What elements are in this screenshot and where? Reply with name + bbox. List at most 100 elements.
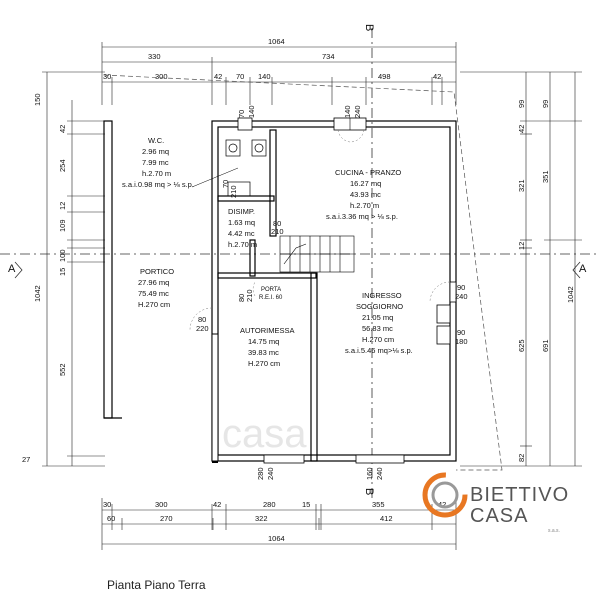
dim-kitchen-win-w: 140 <box>343 105 352 118</box>
dim-left-d2: 42 <box>58 125 67 133</box>
dim-wc-window-w: 70 <box>237 110 246 118</box>
dim-left-d3: 254 <box>58 159 67 172</box>
autorimessa-height: H.270 cm <box>248 359 280 368</box>
room-wc: W.C. 2.96 mq 7.99 mc h.2.70 m s.a.i.0.98… <box>122 136 194 189</box>
living-door-w: 160 <box>365 467 374 480</box>
dim-bottom-r2-2: 322 <box>255 514 268 523</box>
dim-bottom-r1-3: 280 <box>263 500 276 509</box>
dim-top-b: 734 <box>322 52 335 61</box>
room-disimp: DISIMP. 1.63 mq 4.42 mc h.2.70 m <box>228 207 257 249</box>
logo-ring <box>422 472 468 518</box>
dim-bottom-r1-5: 355 <box>372 500 385 509</box>
room-porta: PORTA R.E.I. 60 <box>259 287 283 301</box>
living-door-bottom <box>355 454 405 464</box>
cucina-area: 16.27 mq <box>350 179 381 188</box>
dim-left-d7: 15 <box>58 268 67 276</box>
dim-top-c1: 30 <box>103 72 111 81</box>
dim-top-c6: 498 <box>378 72 391 81</box>
living-window-right <box>436 304 451 324</box>
cucina-height: h.2.70 m <box>350 201 379 210</box>
wc-name: W.C. <box>148 136 164 145</box>
dim-top-c2: 300 <box>155 72 168 81</box>
logo-inner <box>431 481 459 509</box>
ingresso-height: H.270 cm <box>362 335 394 344</box>
garage-door <box>263 454 305 464</box>
portico-left-wall <box>103 120 113 419</box>
dim-left-d9: 552 <box>58 363 67 376</box>
dim-right-a5: 625 <box>517 339 526 352</box>
dim-right-a6: 82 <box>517 454 526 462</box>
logo-small: s.a.s. <box>548 528 560 534</box>
wc-door-w: 70 <box>221 180 230 188</box>
cucina-volume: 43.93 mc <box>350 190 381 199</box>
dim-left-d8: 100 <box>58 249 67 262</box>
wc-area: 2.96 mq <box>142 147 169 156</box>
bottom-dimensions <box>101 498 457 550</box>
top-dimensions <box>101 42 457 105</box>
ingresso-name1: INGRESSO <box>362 291 402 300</box>
ingresso-volume: 56.83 mc <box>362 324 393 333</box>
ingresso-name2: SOGGIORNO <box>356 302 403 311</box>
dim-right-a3: 321 <box>517 179 526 192</box>
watermark: casa <box>222 412 307 456</box>
dim-bottom-r1-4: 15 <box>302 500 310 509</box>
disimp-area: 1.63 mq <box>228 218 255 227</box>
disimp-door-w: 80 <box>273 219 281 228</box>
entry-door <box>449 281 457 303</box>
dim-wc-window-h: 140 <box>247 105 256 118</box>
entry-w: 90 <box>457 283 465 292</box>
room-autorimessa: AUTORIMESSA 14.75 mq 39.83 mc H.270 cm <box>240 326 294 368</box>
room-ingresso: INGRESSO SOGGIORNO 21.05 mq 56.83 mc H.2… <box>345 291 413 355</box>
dim-left-d1: 150 <box>33 93 42 106</box>
dim-right-a4: 12 <box>517 242 526 250</box>
logo-line2: CASA <box>470 505 529 527</box>
dim-bottom-total: 1064 <box>268 534 285 543</box>
left-dimensions <box>42 71 105 467</box>
win2-w: 90 <box>457 328 465 337</box>
dim-top-c9: 42 <box>433 72 441 81</box>
dim-kitchen-win-h: 240 <box>353 105 362 118</box>
autorimessa-name: AUTORIMESSA <box>240 326 294 335</box>
disimp-door-h: 210 <box>271 227 284 236</box>
section-marker-right: A <box>579 263 587 275</box>
dim-top-total: 1064 <box>268 37 285 46</box>
room-cucina: CUCINA - PRANZO 16.27 mq 43.93 mc h.2.70… <box>326 168 401 221</box>
disimp-name: DISIMP. <box>228 207 255 216</box>
porta-rating: R.E.I. 60 <box>259 295 283 301</box>
section-marker-bottom: B <box>363 488 375 495</box>
dim-top-c4: 70 <box>236 72 244 81</box>
dim-bottom-r1-1: 300 <box>155 500 168 509</box>
dim-bottom-r2-3: 412 <box>380 514 393 523</box>
autorimessa-area: 14.75 mq <box>248 337 279 346</box>
dim-top-c3: 42 <box>214 72 222 81</box>
porta-h: 210 <box>245 289 254 302</box>
disimp-volume: 4.42 mc <box>228 229 255 238</box>
win2-h: 180 <box>455 337 468 346</box>
dim-bottom-r1-6: 42 <box>438 500 446 509</box>
living-door-h: 240 <box>375 467 384 480</box>
portico-area: 27.96 mq <box>138 278 169 287</box>
section-arrow-right <box>572 261 581 279</box>
wc-door-h: 210 <box>229 185 238 198</box>
dim-top-c5: 140 <box>258 72 271 81</box>
dim-bottom-r1-0: 30 <box>103 500 111 509</box>
logo-line1: BIETTIVO <box>470 484 570 506</box>
portico-height: H.270 cm <box>138 300 170 309</box>
dim-left-d10: 27 <box>22 455 30 464</box>
wc-sai: s.a.i.0.98 mq > ⅛ s.p. <box>122 180 194 189</box>
cucina-name: CUCINA - PRANZO <box>335 168 401 177</box>
wc-bidet <box>251 139 267 157</box>
section-marker-top: B <box>363 24 375 31</box>
portico-door-swing <box>189 307 213 331</box>
dim-top-a: 330 <box>148 52 161 61</box>
portico-door-h: 220 <box>196 324 209 333</box>
porta-w: 80 <box>237 294 246 302</box>
plan-caption: Pianta Piano Terra <box>107 578 206 592</box>
portico-volume: 75.49 mc <box>138 289 169 298</box>
dim-right-b2: 351 <box>541 170 550 183</box>
cucina-sai: s.a.i.3.36 mq > ⅛ s.p. <box>326 212 398 221</box>
dim-right-a1: 99 <box>517 100 526 108</box>
garage-door-h: 240 <box>266 467 275 480</box>
